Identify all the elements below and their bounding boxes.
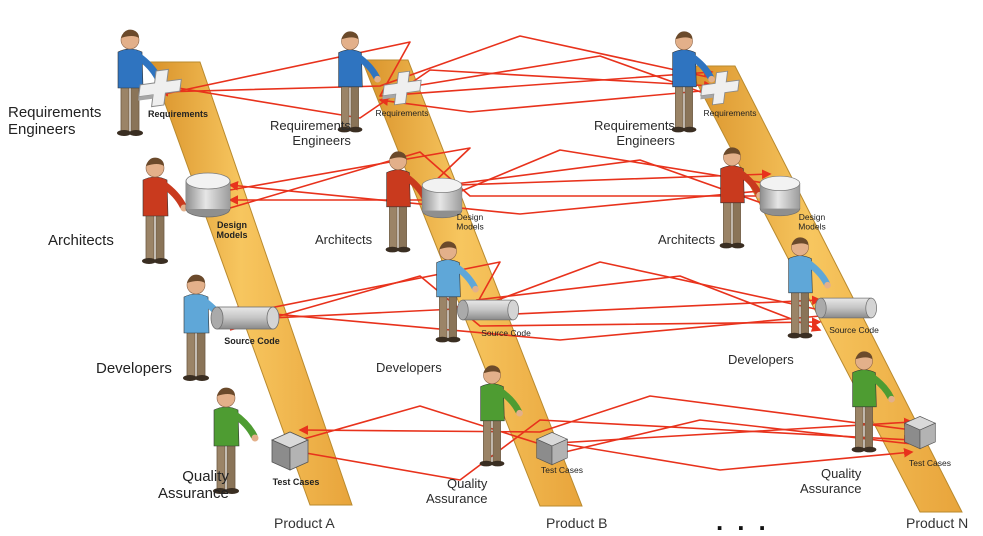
artifact-label-requirements: Requirements	[704, 108, 757, 118]
role-label-developers: Developers	[96, 360, 172, 377]
product-label-n: Product N	[906, 515, 969, 531]
role-label-architects: Architects	[658, 232, 716, 247]
design-models-artifact-b	[421, 177, 463, 219]
developer-figure-n	[787, 237, 831, 339]
role-label-developers: Developers	[376, 360, 442, 375]
artifact-label-source-code: Source Code	[829, 325, 879, 335]
more-products-ellipsis: ...	[716, 506, 780, 536]
role-label-architects: Architects	[315, 232, 373, 247]
test-cases-artifact-a	[271, 431, 309, 471]
qa-figure-a	[213, 387, 259, 494]
requirements-engineer-figure-n	[671, 31, 715, 133]
requirements-artifact-n	[700, 70, 740, 106]
artifact-label-test-cases: Test Cases	[909, 458, 951, 468]
artifact-label-test-cases: Test Cases	[273, 477, 320, 487]
design-models-artifact-n	[759, 175, 801, 217]
design-models-artifact-a	[185, 172, 231, 218]
requirements-artifact-b	[382, 70, 422, 106]
developer-figure-b	[435, 241, 479, 343]
trace-line	[228, 305, 821, 341]
trace-line	[229, 275, 822, 331]
qa-figure-n	[851, 351, 895, 453]
trace-line	[378, 89, 713, 113]
trace-line	[546, 419, 913, 459]
source-code-artifact-b	[457, 299, 519, 321]
role-label-architects: Architects	[48, 232, 114, 249]
trace-line	[298, 395, 913, 435]
architect-figure-n	[719, 147, 763, 249]
trace-line	[539, 439, 914, 471]
belt-product-a	[149, 61, 353, 506]
source-code-artifact-a	[210, 306, 280, 330]
source-code-artifact-n	[815, 297, 877, 319]
trace-line	[229, 151, 772, 209]
test-cases-artifact-b	[535, 432, 569, 466]
developer-figure-a	[183, 274, 229, 381]
artifact-label-test-cases: Test Cases	[541, 465, 583, 475]
requirements-artifact-a	[138, 68, 182, 108]
trace-line	[159, 41, 714, 97]
product-label-a: Product A	[274, 515, 335, 531]
artifact-label-requirements: Requirements	[148, 109, 208, 119]
architect-figure-a	[142, 157, 188, 264]
test-cases-artifact-n	[903, 416, 937, 450]
trace-line	[228, 149, 771, 205]
trace-line	[299, 405, 914, 445]
artifact-label-source-code: Source Code	[481, 328, 531, 338]
role-label-developers: Developers	[728, 352, 794, 367]
trace-line	[475, 275, 822, 332]
product-label-b: Product B	[546, 515, 608, 531]
trace-line	[229, 147, 772, 191]
trace-line	[228, 261, 821, 325]
trace-line	[229, 261, 822, 317]
artifact-label-source-code: Source Code	[224, 336, 280, 346]
qa-figure-b	[479, 365, 523, 467]
artifact-label-requirements: Requirements	[376, 108, 429, 118]
trace-line	[228, 181, 771, 215]
trace-line	[158, 35, 713, 97]
requirements-engineer-figure-b	[337, 31, 381, 133]
